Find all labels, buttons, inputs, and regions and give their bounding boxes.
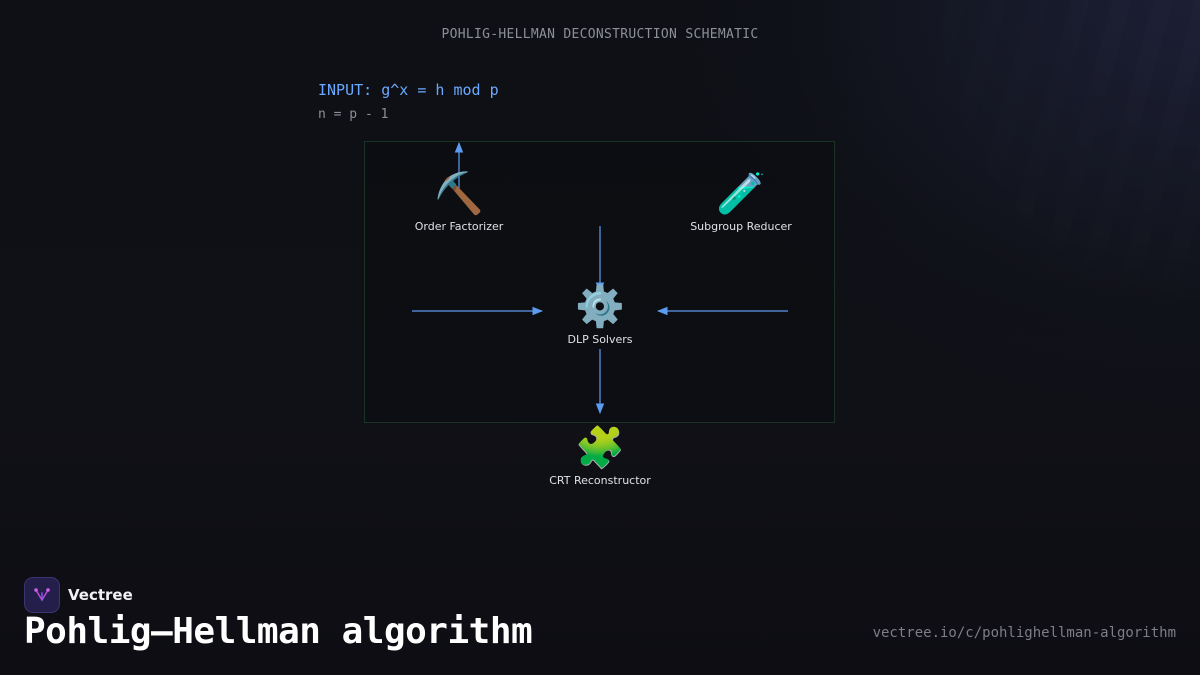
gear-icon: ⚙️ — [575, 284, 625, 330]
background-rays — [740, 0, 1200, 520]
vectree-logo-icon — [24, 577, 60, 613]
node-crt-reconstructor[interactable]: 🧩 CRT Reconstructor — [520, 426, 680, 487]
node-label: CRT Reconstructor — [549, 474, 651, 487]
node-dlp-solvers[interactable]: ⚙️ DLP Solvers — [520, 285, 680, 346]
node-label: Subgroup Reducer — [690, 220, 792, 233]
node-order-factorizer[interactable]: ⛏️ Order Factorizer — [379, 172, 539, 233]
node-label: DLP Solvers — [567, 333, 633, 346]
page-url[interactable]: vectree.io/c/pohlighellman-algorithm — [872, 625, 1176, 641]
puzzle-piece-icon: 🧩 — [575, 425, 625, 471]
schematic-title: POHLIG-HELLMAN DECONSTRUCTION SCHEMATIC — [441, 27, 759, 42]
pick-icon: ⛏️ — [434, 171, 484, 217]
input-modulus: n = p - 1 — [318, 107, 389, 122]
test-tube-icon: 🧪 — [716, 171, 766, 217]
node-subgroup-reducer[interactable]: 🧪 Subgroup Reducer — [661, 172, 821, 233]
page-title: Pohlig–Hellman algorithm — [24, 611, 533, 652]
node-label: Order Factorizer — [414, 220, 504, 233]
brand-name: Vectree — [68, 586, 133, 604]
input-equation: INPUT: g^x = h mod p — [318, 81, 499, 99]
brand[interactable]: Vectree — [24, 577, 133, 613]
